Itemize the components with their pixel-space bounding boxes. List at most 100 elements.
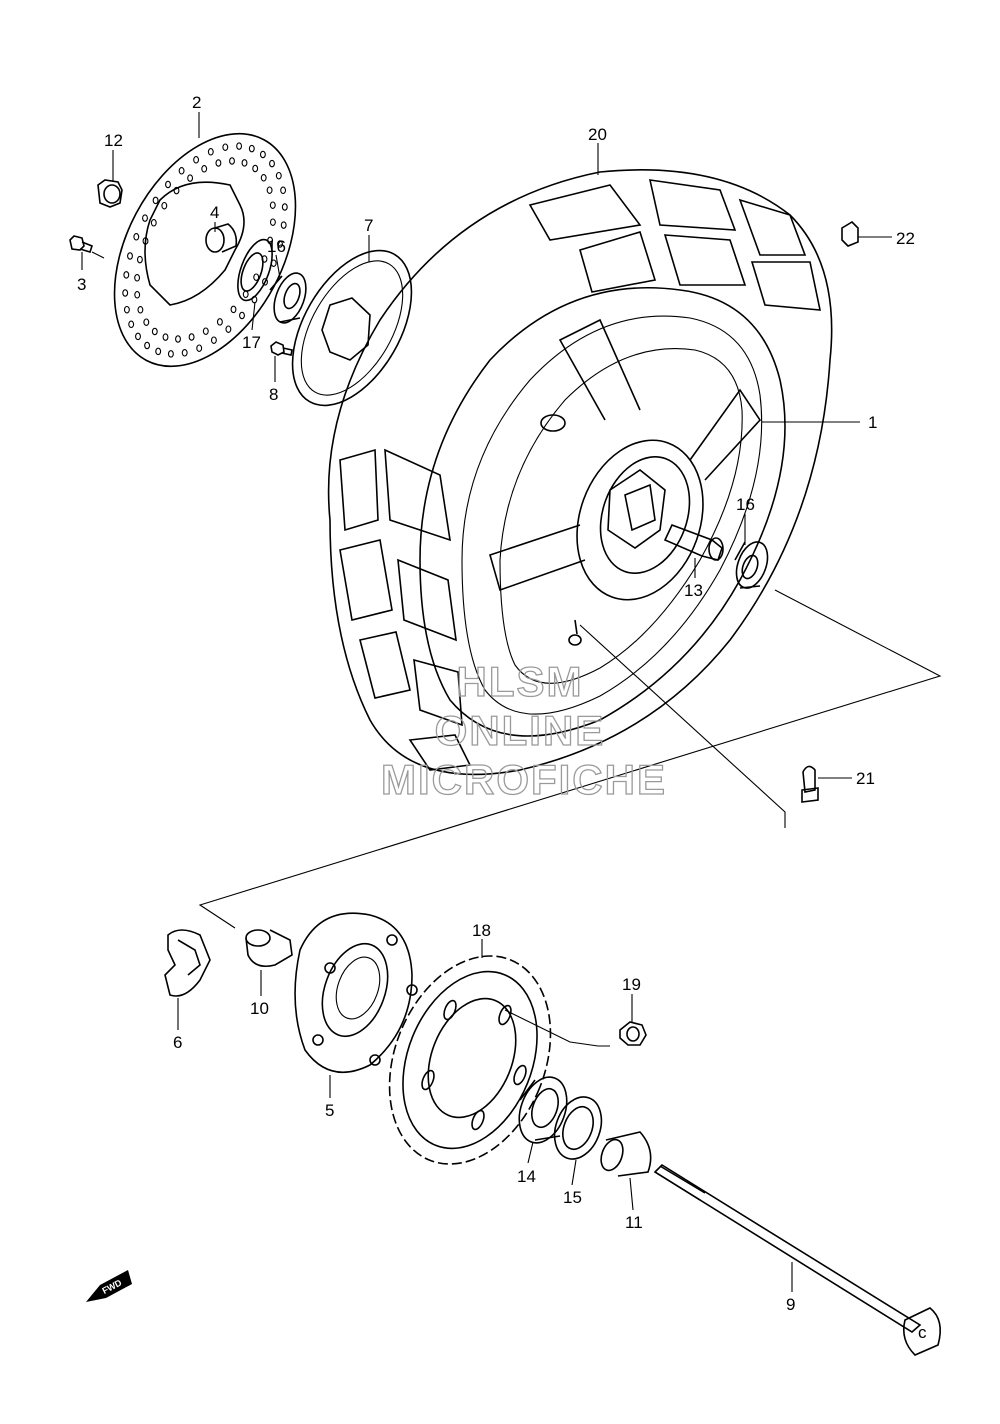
- disc-hole: [216, 318, 223, 326]
- disc-hole: [178, 167, 185, 175]
- disc-nut: [97, 179, 123, 208]
- disc-hole: [142, 214, 148, 222]
- callout-12: 12: [104, 131, 123, 150]
- sprocket-hub: [294, 912, 418, 1074]
- axle: c: [653, 1163, 941, 1356]
- oil-seal: [237, 238, 273, 302]
- disc-hole: [280, 221, 287, 229]
- disc-hole: [122, 289, 129, 297]
- disc-hole: [248, 144, 255, 153]
- disc-hole: [143, 318, 150, 326]
- callout-14: 14: [517, 1167, 536, 1186]
- disc-hole: [123, 271, 130, 279]
- disc-hole: [242, 290, 249, 299]
- watermark-line-3: MICROFICHE: [381, 756, 667, 803]
- oil-seal-lower: [553, 1096, 603, 1160]
- disc-hole: [133, 233, 140, 241]
- callout-11: 11: [625, 1213, 643, 1232]
- disc-hole: [165, 180, 171, 189]
- watermark-line-2: ONLINE: [435, 707, 606, 754]
- disc-hole: [225, 325, 232, 333]
- disc-hole: [277, 240, 283, 248]
- disc-hole: [207, 148, 214, 156]
- callout-20: 20: [588, 125, 607, 144]
- disc-hole: [144, 341, 151, 350]
- tire-valve: [801, 765, 819, 803]
- disc-hole: [252, 164, 259, 173]
- callout-10: 10: [250, 999, 269, 1018]
- callout-7: 7: [364, 216, 373, 235]
- disc-hole: [253, 273, 260, 281]
- disc-hole: [222, 143, 229, 151]
- callout-6: 6: [173, 1033, 182, 1052]
- disc-hole: [152, 196, 159, 205]
- sensor-bolt: [270, 341, 293, 356]
- bearing-right: [734, 541, 769, 589]
- callout-8: 8: [269, 385, 278, 404]
- disc-hole: [215, 159, 222, 167]
- disc-spacer: [205, 223, 238, 253]
- bearing-lower: [518, 1076, 568, 1144]
- disc-hole: [155, 347, 162, 356]
- callouts: 2 12 3 4 16 7 17 8 20 1 22 16 13 21 18 1…: [77, 93, 915, 1314]
- balance-weight: [841, 220, 859, 247]
- disc-hole: [181, 349, 188, 357]
- callout-18: 18: [472, 921, 491, 940]
- disc-hole: [127, 252, 133, 260]
- callout-22: 22: [896, 229, 915, 248]
- disc-hole: [260, 174, 267, 182]
- disc-hole: [230, 305, 237, 314]
- disc-hole: [136, 255, 143, 264]
- disc-hole: [241, 159, 248, 167]
- disc-hole: [275, 171, 282, 180]
- callout-2: 2: [192, 93, 201, 112]
- disc-hole: [135, 332, 141, 341]
- callout-1: 1: [868, 413, 877, 432]
- disc-hole: [137, 306, 144, 314]
- disc-hole: [128, 320, 135, 329]
- disc-hole: [151, 327, 158, 336]
- disc-hole: [269, 218, 276, 226]
- disc-bolt: [69, 235, 93, 253]
- disc-hole: [281, 203, 288, 211]
- disc-hole: [202, 327, 209, 335]
- disc-hole: [167, 350, 174, 358]
- disc-hole: [142, 237, 149, 245]
- svg-text:c: c: [918, 1323, 927, 1342]
- bearing-upper: [269, 272, 307, 324]
- disc-hole: [269, 159, 275, 168]
- disc-hole: [259, 150, 266, 159]
- wheel-assembly: [327, 169, 833, 776]
- callout-16-right: 16: [736, 495, 755, 514]
- disc-hole: [239, 311, 245, 320]
- sprocket-nut: [619, 1021, 647, 1046]
- disc-hole: [269, 201, 276, 209]
- wheel-damper: [164, 929, 211, 997]
- callout-13: 13: [684, 581, 703, 600]
- watermark: HLSM ONLINE MICROFICHE: [380, 657, 667, 803]
- callout-15: 15: [563, 1188, 582, 1207]
- disc-hole: [266, 186, 273, 194]
- disc-hole: [134, 274, 141, 282]
- callout-4: 4: [210, 203, 219, 222]
- disc-hole: [229, 157, 235, 165]
- callout-17: 17: [242, 333, 261, 352]
- forward-arrow-icon: FWD: [86, 1270, 132, 1302]
- watermark-line-1: HLSM: [457, 658, 584, 705]
- sensor-ring: [291, 249, 413, 407]
- disc-hole: [280, 186, 287, 195]
- disc-hole: [262, 278, 268, 286]
- axle-spacer: [600, 1131, 652, 1177]
- disc-hole: [162, 333, 169, 341]
- callout-5: 5: [325, 1101, 334, 1120]
- disc-hole: [193, 156, 200, 164]
- brake-disc: [113, 132, 297, 368]
- disc-hole: [196, 344, 203, 352]
- disc-hole: [123, 305, 130, 314]
- callout-9: 9: [786, 1295, 795, 1314]
- callout-16-upper: 16: [267, 237, 286, 256]
- disc-holes: [122, 142, 288, 358]
- disc-hole: [173, 186, 180, 195]
- disc-hole: [188, 333, 195, 341]
